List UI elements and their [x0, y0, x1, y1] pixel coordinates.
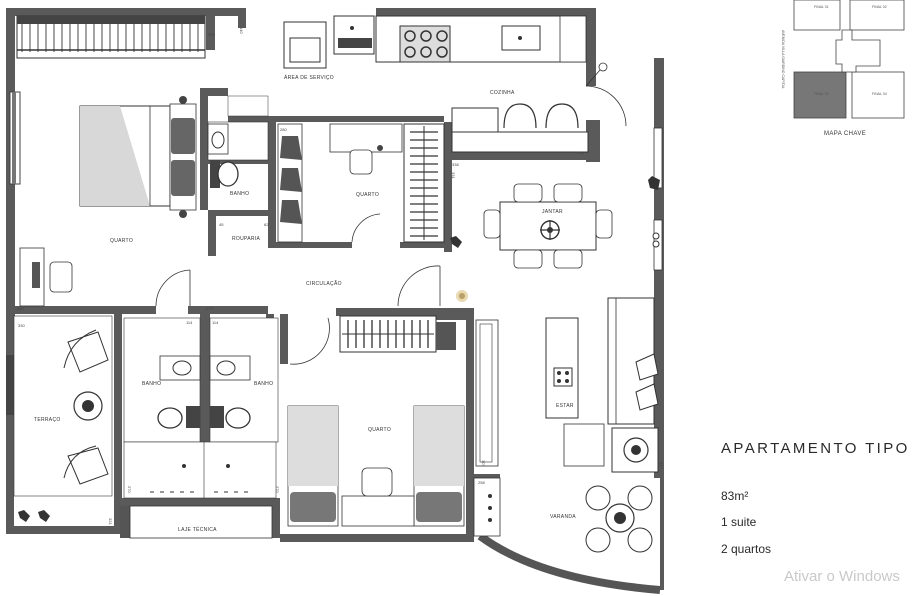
- suite-closet: [16, 15, 206, 59]
- kitchen-fixtures: [375, 15, 627, 153]
- label-wardrobe: ROUPARIA: [232, 236, 261, 242]
- label-circulation: CIRCULAÇÃO: [306, 280, 342, 287]
- dimension: 137: [659, 462, 664, 469]
- key-map-title: MAPA CHAVE: [824, 131, 866, 137]
- key-map: FINAL 01 FINAL 02 FINAL 03 FINAL 04 AVEN…: [781, 0, 905, 137]
- key-map-unit: FINAL 02: [872, 5, 887, 9]
- dimension: 280: [280, 127, 287, 132]
- label-dining: JANTAR: [542, 209, 563, 215]
- label-kitchen: COZINHA: [490, 90, 515, 96]
- wall-sockets: [652, 232, 660, 248]
- key-map-street: AVENIDA VILLA GIARDINO CAPITAL: [781, 30, 785, 89]
- suite-desk: [19, 247, 73, 307]
- bedroom3-furniture: [287, 315, 465, 527]
- dimension: 258: [478, 480, 485, 485]
- key-map-unit: FINAL 04: [872, 92, 887, 96]
- plant-icons: [18, 176, 660, 522]
- balcony: [473, 477, 661, 594]
- apartment-area: 83m²: [721, 489, 749, 503]
- dimension: 114: [212, 320, 219, 325]
- apartment-suites: 1 suite: [721, 515, 757, 529]
- dimension: 260: [17, 306, 24, 311]
- label-bath-right: BANHO: [254, 381, 273, 387]
- dimension: 45: [219, 222, 224, 227]
- suite-bathroom-fixtures: [207, 95, 269, 188]
- label-living: ESTAR: [556, 403, 574, 409]
- front-door-lamp: [456, 290, 468, 302]
- dimension: 331: [451, 172, 456, 179]
- dimension: 307: [481, 460, 486, 467]
- dimension: 321: [108, 518, 113, 525]
- label-bathroom-suite: BANHO: [230, 191, 249, 197]
- dimension: 62: [264, 222, 269, 227]
- dimension: 270: [275, 486, 280, 493]
- living-furniture: [475, 297, 659, 473]
- label-balcony: VARANDA: [550, 514, 576, 520]
- label-service-area: ÁREA DE SERVIÇO: [284, 74, 334, 81]
- apartment-bedrooms: 2 quartos: [721, 542, 772, 556]
- key-map-unit: FINAL 01: [814, 5, 829, 9]
- label-bedroom-suite: QUARTO: [110, 238, 133, 244]
- dimension: 270: [127, 486, 132, 493]
- dimension: 279: [206, 306, 213, 311]
- dimension: 140: [239, 27, 244, 34]
- label-technical-slab: LAJE TÉCNICA: [178, 526, 217, 533]
- label-bath-left: BANHO: [142, 381, 161, 387]
- bedroom2-furniture: [277, 123, 445, 243]
- key-map-unit: FINAL 03: [814, 92, 829, 96]
- windows-activation-watermark: Ativar o Windows: [784, 568, 900, 585]
- label-bedroom-2: QUARTO: [356, 192, 379, 198]
- dimension: 217: [578, 150, 585, 155]
- suite-bed: [79, 96, 197, 218]
- terrace-furniture: [13, 315, 113, 497]
- service-fixtures: [283, 15, 375, 69]
- label-bedroom-3: QUARTO: [368, 427, 391, 433]
- circulation-doors: [155, 265, 441, 365]
- dimension: 330: [18, 323, 25, 328]
- twin-bathrooms: [123, 317, 279, 539]
- label-terrace: TERRAÇO: [34, 417, 61, 423]
- dimension: 338: [452, 162, 459, 167]
- dimension: 114: [186, 320, 193, 325]
- dining-table: [483, 183, 613, 269]
- apartment-title: APARTAMENTO TIPO: [721, 440, 910, 457]
- dimension: 309: [208, 32, 215, 37]
